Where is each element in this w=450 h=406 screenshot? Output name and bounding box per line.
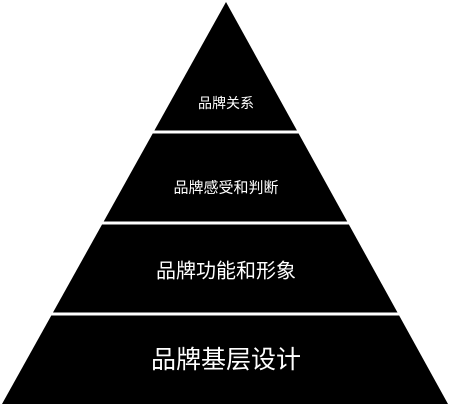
tier-label-brand-feelings-judgments: 品牌感受和判断 (173, 179, 278, 197)
tier-label-brand-relationship: 品牌关系 (198, 95, 254, 112)
tier-label-brand-performance-imagery: 品牌功能和形象 (156, 259, 296, 283)
tier-label-brand-salience-design: 品牌基层设计 (151, 345, 301, 374)
